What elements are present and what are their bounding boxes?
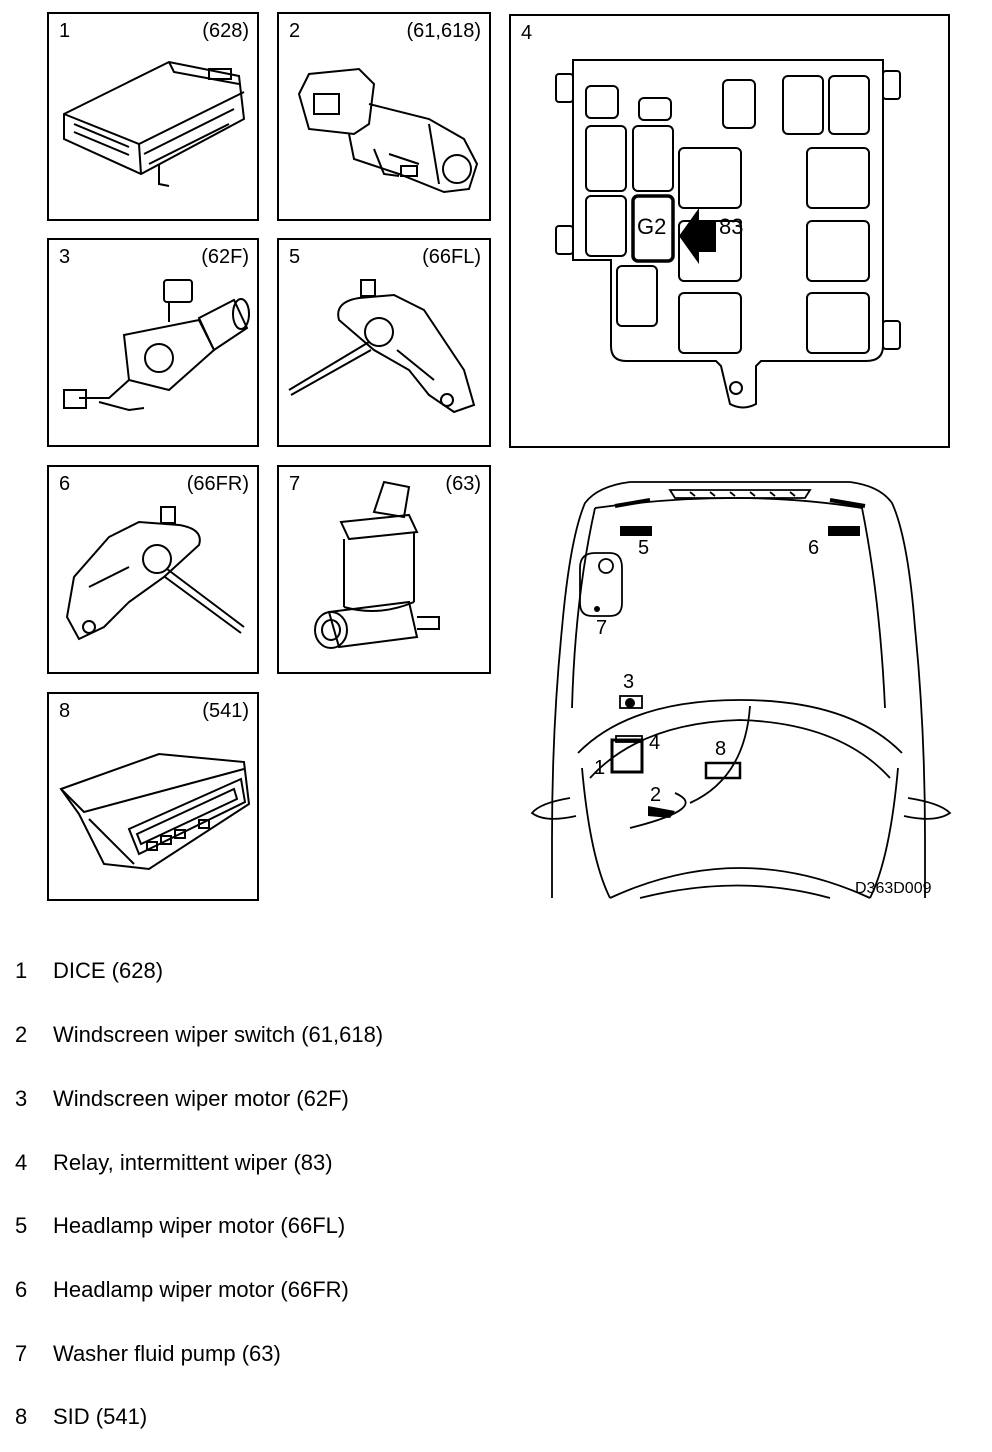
relay-box-panel: 4 G: [509, 14, 950, 448]
panel-number: 6: [59, 473, 71, 495]
panel-code: (66FR): [186, 473, 249, 495]
panel-code: (66FL): [422, 246, 481, 268]
relay-box-housing: [572, 59, 884, 409]
wiper-switch-illustration: [297, 67, 479, 194]
component-panel-sid: 8 (541): [47, 692, 259, 901]
panel-code: (541): [202, 700, 249, 722]
sid-unit-illustration: [59, 752, 251, 871]
relay-label: 83: [719, 214, 743, 239]
component-panel-dice: 1 (628): [47, 12, 259, 221]
component-panel-headlamp-wiper-right: 6 (66FR): [47, 465, 259, 674]
fuse-label: G2: [637, 214, 666, 239]
panel-number: 7: [289, 473, 301, 495]
component-panel-wiper-motor: 3 (62F): [47, 238, 259, 447]
panel-code: (61,618): [406, 20, 482, 42]
wiper-motor-location: [625, 698, 635, 708]
car-marker: 6: [808, 537, 819, 559]
wiper-motor-illustration: [63, 279, 250, 412]
headlamp-wiper-motor-right-location: [828, 526, 860, 536]
car-body-outline: [551, 481, 926, 898]
panel-code: (628): [202, 20, 249, 42]
panel-code: (62F): [201, 246, 249, 268]
component-panel-headlamp-wiper-left: 5 (66FL): [277, 238, 491, 447]
panel-number: 5: [289, 246, 301, 268]
panel-number: 2: [289, 20, 301, 42]
car-marker: 2: [650, 784, 661, 806]
component-panel-washer-pump: 7 (63): [277, 465, 491, 674]
panel-number: 1: [59, 20, 71, 42]
mounting-hole: [729, 381, 743, 395]
car-marker: 8: [715, 738, 726, 760]
panel-number: 3: [59, 246, 71, 268]
car-marker: 7: [596, 617, 607, 639]
car-marker: 3: [623, 671, 634, 693]
car-marker: 1: [594, 757, 605, 779]
car-location-diagram: 1 2 3 4 5 6 7 8 D363D009: [530, 481, 952, 899]
drawing-id: D363D009: [855, 880, 932, 897]
panel-code: (63): [445, 473, 481, 495]
headlamp-wiper-motor-left-location: [620, 526, 652, 536]
arrow-icon: [679, 208, 716, 264]
washer-pump-illustration: [314, 480, 440, 649]
panel-number: 4: [521, 22, 533, 44]
relay-box-diagram: G2 83: [555, 59, 901, 409]
car-marker: 5: [638, 537, 649, 559]
headlamp-wiper-motor-left-illustration: [288, 279, 476, 414]
headlamp-wiper-motor-right-illustration: [65, 506, 245, 641]
panel-number: 8: [59, 700, 71, 722]
fuse-slot-g2: [631, 194, 675, 263]
car-marker: 4: [649, 732, 660, 754]
component-panel-wiper-switch: 2 (61,618): [277, 12, 491, 221]
dice-module-illustration: [63, 60, 246, 187]
wiper-switch-location: [648, 806, 675, 818]
